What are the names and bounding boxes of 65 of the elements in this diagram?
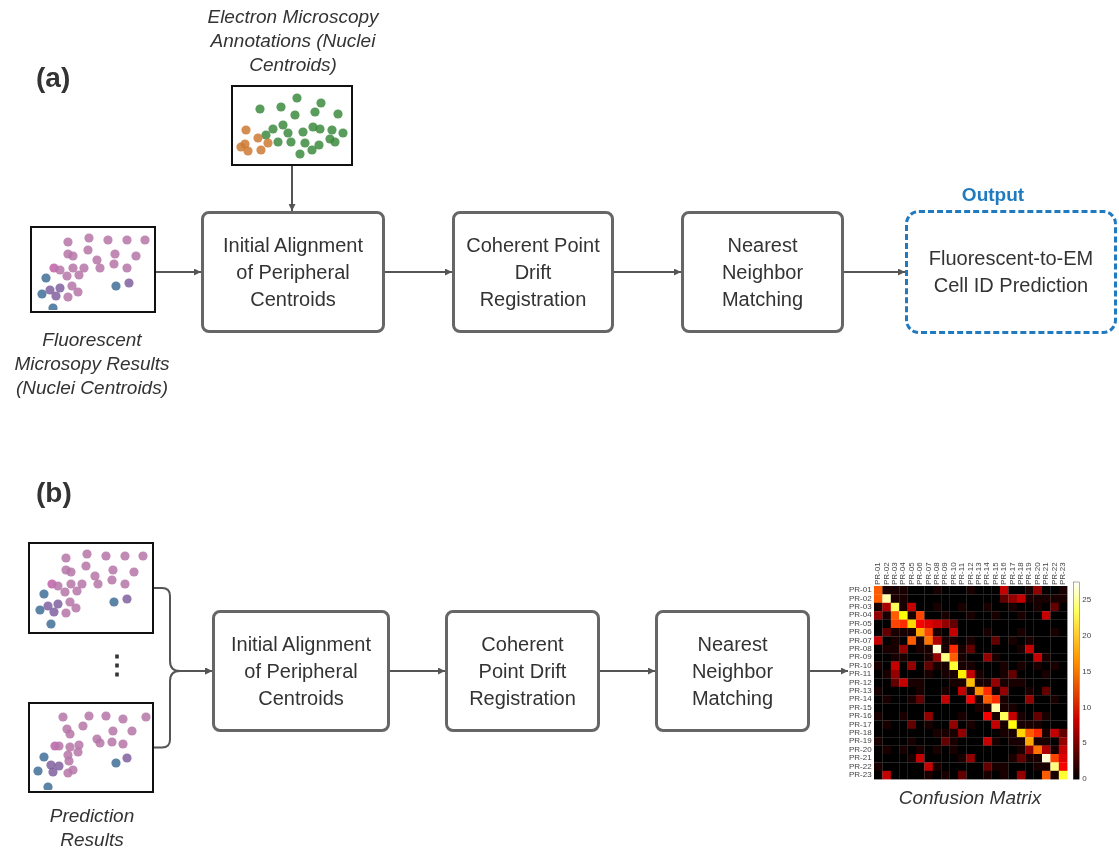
axis-label: PR-17: [1008, 561, 1017, 585]
node-label: Prediction Results: [48, 804, 136, 850]
axis-label: PR-22: [1050, 561, 1059, 585]
axis-label: PR-14: [849, 695, 872, 704]
arrow: [843, 268, 906, 276]
node-label: Electron Microscopy Annotations (Nuclei Centroids): [206, 5, 381, 77]
axis-label: PR-09: [849, 653, 872, 662]
axis-label: PR-07: [924, 561, 933, 585]
ellipsis: ⋮: [104, 650, 130, 681]
arrow: [384, 268, 453, 276]
axis-label: PR-11: [958, 561, 967, 585]
node-label: Confusion Matrix: [897, 786, 1043, 810]
node-label: Fluorescent Microsopy Results (Nuclei Centroids): [13, 328, 171, 400]
scatter-plot-picture: [231, 85, 353, 166]
process-box: Initial Alignment of Peripheral Centroids: [201, 211, 385, 333]
axis-label: PR-14: [983, 561, 992, 585]
output-box: Fluorescent-to-EM Cell ID Prediction: [905, 210, 1117, 334]
axis-label: PR-10: [849, 661, 872, 670]
process-box: Coherent Point Drift Registration: [445, 610, 600, 732]
axis-label: PR-08: [933, 561, 941, 585]
output-heading: Output: [960, 183, 1026, 207]
axis-label: PR-15: [991, 561, 1000, 585]
colorbar-tick-label: 0: [1082, 775, 1087, 784]
axis-label: PR-02: [882, 561, 891, 585]
process-box: Coherent Point Drift Registration: [452, 211, 614, 333]
process-box: Nearest Neighbor Matching: [681, 211, 844, 333]
axis-label: PR-06: [916, 561, 925, 585]
axis-label: PR-05: [907, 561, 916, 585]
axis-label: PR-19: [849, 737, 872, 746]
axis-label: PR-03: [891, 561, 899, 585]
axis-label: PR-16: [1000, 561, 1009, 585]
axis-label: PR-12: [966, 561, 975, 585]
colorbar-tick-label: 5: [1082, 739, 1087, 748]
panel-label: (b): [36, 477, 72, 509]
axis-label: PR-01: [849, 586, 872, 595]
axis-label: PR-04: [849, 611, 872, 620]
colorbar-tick-label: 25: [1082, 596, 1092, 605]
arrow: [599, 667, 656, 675]
axis-label: PR-10: [949, 561, 958, 585]
arrow: [153, 667, 213, 749]
axis-label: PR-09: [941, 561, 950, 585]
axis-label: PR-04: [899, 561, 908, 585]
axis-label: PR-06: [849, 628, 872, 637]
scatter-plot-picture: [28, 542, 154, 634]
axis-label: PR-13: [975, 561, 983, 585]
axis-label: PR-21: [849, 754, 872, 763]
arrow: [155, 268, 202, 276]
axis-label: PR-21: [1042, 561, 1051, 585]
scatter-plot-picture: [28, 702, 154, 793]
arrow: [809, 667, 849, 675]
axis-label: PR-19: [1025, 561, 1034, 585]
axis-label: PR-23: [1059, 561, 1067, 585]
axis-label: PR-16: [849, 712, 872, 721]
panel-label: (a): [36, 62, 71, 94]
process-box: Nearest Neighbor Matching: [655, 610, 810, 732]
arrow: [288, 165, 296, 212]
axis-label: PR-18: [1017, 561, 1025, 585]
colorbar-tick-label: 20: [1082, 632, 1092, 641]
arrow: [389, 667, 446, 675]
scatter-plot-picture: [30, 226, 156, 313]
axis-label: PR-20: [1033, 561, 1042, 585]
axis-label: PR-11: [849, 670, 872, 679]
arrow: [613, 268, 682, 276]
process-box: Initial Alignment of Peripheral Centroids: [212, 610, 390, 732]
axis-label: PR-01: [874, 561, 883, 585]
